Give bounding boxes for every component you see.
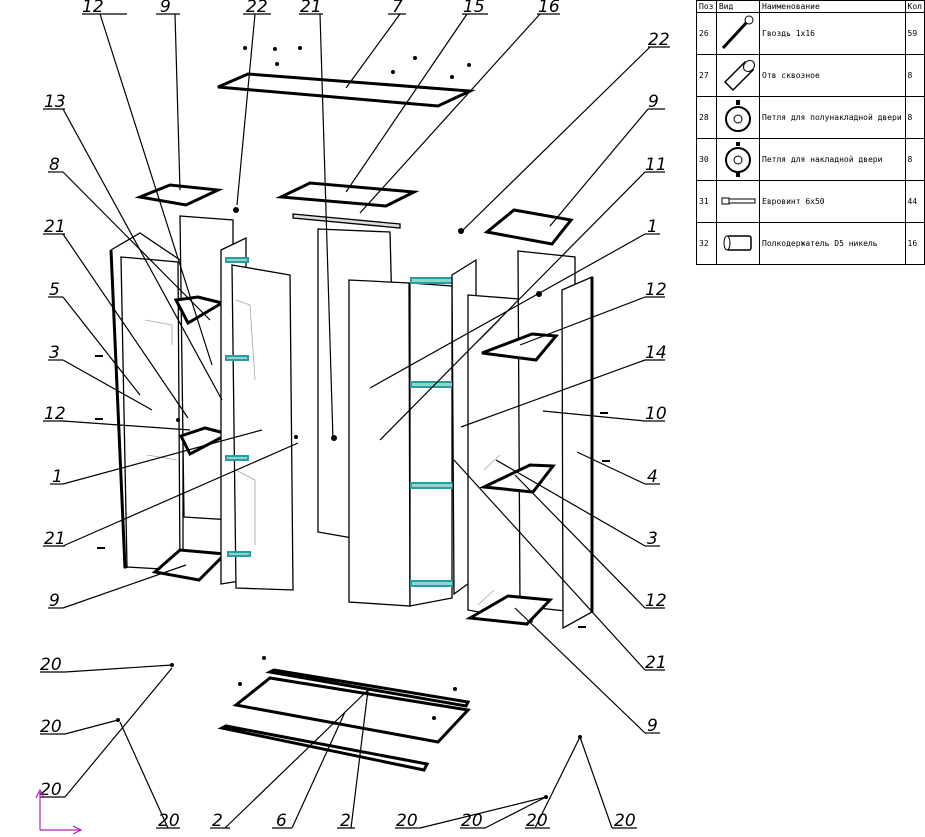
callout-21: 21 bbox=[645, 653, 667, 673]
middle-door-panel bbox=[348, 279, 411, 607]
callout-20: 20 bbox=[40, 780, 62, 800]
callout-9: 9 bbox=[648, 92, 659, 112]
row-name: Петля для полунакладной двери bbox=[759, 96, 906, 139]
callout-6: 6 bbox=[276, 811, 287, 831]
callout-20: 20 bbox=[396, 811, 418, 831]
callout-20: 20 bbox=[461, 811, 483, 831]
table-header-row: Поз Вид Наименование Кол bbox=[696, 0, 925, 13]
callout-10: 10 bbox=[645, 404, 667, 424]
header-view: Вид bbox=[715, 0, 761, 13]
table-row: 31 Евровинт 6х50 44 bbox=[696, 180, 925, 223]
callout-22: 22 bbox=[246, 0, 268, 17]
callout-20: 20 bbox=[158, 811, 180, 831]
plinth-back-rail bbox=[265, 668, 471, 708]
callout-21: 21 bbox=[44, 529, 66, 549]
header-qty: Кол bbox=[904, 0, 925, 13]
row-pos: 28 bbox=[696, 96, 717, 139]
callout-1: 1 bbox=[52, 467, 63, 487]
callout-21: 21 bbox=[300, 0, 322, 17]
coordinate-axis-icon bbox=[35, 788, 83, 835]
row-pos: 26 bbox=[696, 12, 717, 55]
row-qty: 59 bbox=[904, 12, 925, 55]
header-name: Наименование bbox=[759, 0, 906, 13]
callout-4: 4 bbox=[647, 467, 658, 487]
row-name: Гвоздь 1х16 bbox=[759, 12, 906, 55]
left-inner-side bbox=[120, 256, 181, 571]
row-qty: 44 bbox=[904, 180, 925, 223]
table-row: 32 Полкодержатель D5 никель 16 bbox=[696, 222, 925, 265]
top-middle-cap bbox=[275, 181, 420, 208]
overlay-hinge-icon bbox=[715, 138, 761, 181]
row-qty: 8 bbox=[904, 96, 925, 139]
callout-11: 11 bbox=[645, 155, 667, 175]
callout-2: 2 bbox=[212, 811, 223, 831]
callout-14: 14 bbox=[645, 343, 667, 363]
callout-12: 12 bbox=[82, 0, 104, 17]
row-qty: 8 bbox=[904, 138, 925, 181]
top-right-cap bbox=[483, 208, 574, 246]
callout-20: 20 bbox=[40, 655, 62, 675]
left-hinges bbox=[225, 257, 251, 557]
right-side-panel bbox=[467, 294, 533, 623]
shelf-support-icon bbox=[715, 222, 761, 265]
callout-20: 20 bbox=[40, 717, 62, 737]
header-pos: Поз bbox=[696, 0, 717, 13]
callout-8: 8 bbox=[49, 155, 60, 175]
callout-21: 21 bbox=[44, 217, 66, 237]
table-row: 26 Гвоздь 1х16 59 bbox=[696, 12, 925, 55]
top-roof-panel bbox=[217, 72, 476, 108]
row-pos: 30 bbox=[696, 138, 717, 181]
callout-9: 9 bbox=[49, 591, 60, 611]
callout-22: 22 bbox=[648, 30, 670, 50]
callout-3: 3 bbox=[49, 343, 60, 363]
row-pos: 31 bbox=[696, 180, 717, 223]
parts-table: Поз Вид Наименование Кол 26 Гвоздь 1х16 … bbox=[696, 0, 925, 265]
row-name: Евровинт 6х50 bbox=[759, 180, 906, 223]
callout-3: 3 bbox=[647, 529, 658, 549]
plinth-bottom-panel bbox=[232, 676, 472, 744]
table-row: 30 Петля для накладной двери 8 bbox=[696, 138, 925, 181]
callout-9: 9 bbox=[647, 716, 658, 736]
hardware-marks bbox=[95, 46, 610, 799]
rail-15 bbox=[292, 213, 401, 229]
callout-20: 20 bbox=[526, 811, 548, 831]
row-qty: 8 bbox=[904, 54, 925, 97]
callout-12: 12 bbox=[645, 280, 667, 300]
callout-13: 13 bbox=[44, 92, 66, 112]
right-internal-lines bbox=[477, 319, 501, 606]
callout-1: 1 bbox=[647, 217, 658, 237]
callout-15: 15 bbox=[463, 0, 485, 17]
left-door-frame bbox=[220, 236, 294, 591]
callout-12: 12 bbox=[44, 404, 66, 424]
euroscrew-icon bbox=[715, 180, 761, 223]
callout-9: 9 bbox=[160, 0, 171, 17]
dowel-icon bbox=[715, 54, 761, 97]
row-qty: 16 bbox=[904, 222, 925, 265]
nail-icon bbox=[715, 12, 761, 55]
callout-5: 5 bbox=[49, 280, 60, 300]
middle-side-panel bbox=[409, 282, 453, 607]
callout-16: 16 bbox=[538, 0, 560, 17]
row-name: Петля для накладной двери bbox=[759, 138, 906, 181]
top-left-cap bbox=[134, 183, 224, 207]
callout-7: 7 bbox=[392, 0, 403, 17]
row-name: Отв сквозное bbox=[759, 54, 906, 97]
callout-20: 20 bbox=[614, 811, 636, 831]
half-overlay-hinge-icon bbox=[715, 96, 761, 139]
table-row: 27 Отв сквозное 8 bbox=[696, 54, 925, 97]
callout-2: 2 bbox=[340, 811, 351, 831]
row-pos: 27 bbox=[696, 54, 717, 97]
callout-12: 12 bbox=[645, 591, 667, 611]
callout-labels: 12 9 22 21 7 15 16 22 9 13 8 11 21 1 5 1… bbox=[40, 0, 670, 831]
left-internal-lines bbox=[144, 299, 256, 545]
leader-lines bbox=[40, 13, 670, 829]
plinth-front-rail bbox=[217, 724, 430, 772]
table-row: 28 Петля для полунакладной двери 8 bbox=[696, 96, 925, 139]
row-name: Полкодержатель D5 никель bbox=[759, 222, 906, 265]
row-pos: 32 bbox=[696, 222, 717, 265]
